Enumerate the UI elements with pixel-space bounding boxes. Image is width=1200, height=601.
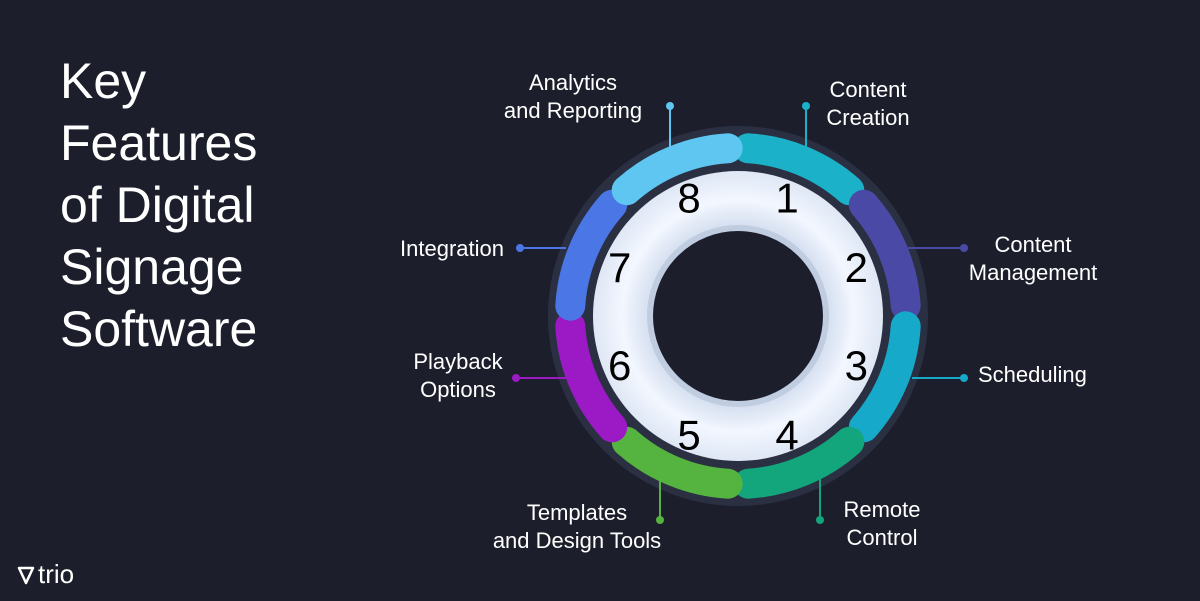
leader-dot-8 xyxy=(666,102,674,110)
leader-dot-6 xyxy=(512,374,520,382)
segment-number-1: 1 xyxy=(775,175,798,222)
ring-segment-4 xyxy=(733,426,865,499)
ring-segment-8 xyxy=(611,133,743,206)
title-line: Signage xyxy=(60,239,244,295)
title-line: of Digital xyxy=(60,177,255,233)
leader-dot-5 xyxy=(656,516,664,524)
leader-dot-1 xyxy=(802,102,810,110)
ring-segment-7 xyxy=(555,189,628,321)
ring-segment-3 xyxy=(848,311,921,443)
ring-segment-5 xyxy=(611,426,743,499)
leader-dot-4 xyxy=(816,516,824,524)
page-title: Key Features of Digital Signage Software xyxy=(60,50,257,360)
feature-label-3: Scheduling xyxy=(978,362,1087,387)
feature-label-7: Integration xyxy=(400,236,504,261)
segment-number-2: 2 xyxy=(845,244,868,291)
trio-shield-icon xyxy=(17,566,35,584)
ring-segment-2 xyxy=(848,189,921,321)
title-line: Software xyxy=(60,301,258,357)
ring-segment-1 xyxy=(733,133,865,206)
logo-text: trio xyxy=(38,559,75,589)
leader-dot-2 xyxy=(960,244,968,252)
segment-number-5: 5 xyxy=(677,411,700,458)
segment-number-4: 4 xyxy=(775,411,798,458)
ring-segment-6 xyxy=(555,311,628,443)
title-line: Key xyxy=(60,53,147,109)
segment-number-7: 7 xyxy=(608,244,631,291)
center-hole xyxy=(647,225,829,407)
title-line: Features xyxy=(60,115,258,171)
segment-number-6: 6 xyxy=(608,342,631,389)
leader-dot-7 xyxy=(516,244,524,252)
segment-number-3: 3 xyxy=(845,342,868,389)
segment-number-8: 8 xyxy=(677,175,700,222)
leader-dot-3 xyxy=(960,374,968,382)
trio-logo: trio xyxy=(16,559,74,590)
